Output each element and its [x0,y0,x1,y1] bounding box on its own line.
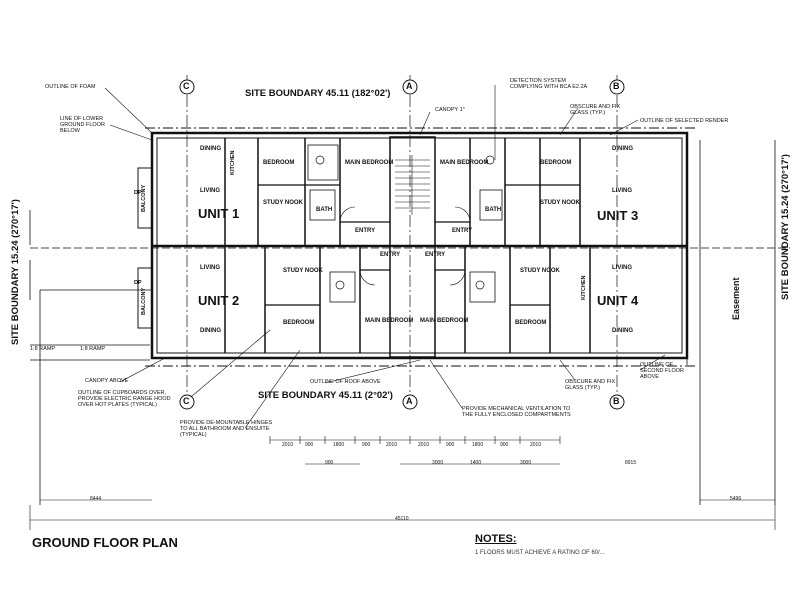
notes-heading: NOTES: [475,533,517,545]
annotation-canopy-above: CANOPY ABOVE [85,378,129,384]
annotation-roof-above: OUTLINE OF ROOF ABOVE [310,379,381,385]
room-kitchen-4: KITCHEN [581,275,587,300]
room-living-4: LIVING [612,265,633,271]
site-boundary-right-label: SITE BOUNDARY 15.24 (270°17') [780,154,791,300]
room-dining-3: DINING [612,146,633,152]
unit-1-label: UNIT 1 [198,206,240,221]
dim-row2-3: 3000 [520,460,532,466]
dim-9: 900 [500,442,509,448]
room-main-bedroom-2: MAIN BEDROOM [365,318,414,324]
room-study-3: STUDY NOOK [540,200,580,206]
section-a-marker-top [402,79,418,95]
room-entry-3: ENTRY [452,228,473,234]
room-study-2: STUDY NOOK [283,268,323,274]
dim-short: 900 [325,460,334,466]
site-boundary-bottom-label: SITE BOUNDARY 45.11 (2°02') [258,390,393,401]
room-main-bedroom-1: MAIN BEDROOM [345,160,394,166]
room-living-3: LIVING [612,188,633,194]
section-a-label-bottom: A [406,396,413,406]
annotation-detection: DETECTION SYSTEM COMPLYING WITH BCA E2.2… [510,78,588,90]
dim-5: 2010 [386,442,398,448]
room-main-bedroom-4: MAIN BEDROOM [420,318,469,324]
notes-line: 1 FLOORS MUST ACHIEVE A RATING OF 60/... [475,550,605,556]
section-c-label-top: C [183,81,190,91]
section-b-marker-bottom [609,394,625,410]
unit-2-label: UNIT 2 [198,293,240,308]
room-entry-4: ENTRY [425,252,446,258]
room-bath-3: BATH [485,207,502,213]
room-bedroom-3: BEDROOM [540,160,572,166]
annotation-hinges: PROVIDE DE-MOUNTABLE HINGES TO ALL BATHR… [180,420,273,438]
dim-total: 45110 [395,516,409,522]
room-study-1: STUDY NOOK [263,200,303,206]
stairwell [389,136,436,358]
room-bedroom-4: BEDROOM [515,320,547,326]
annotation-canopy-top: CANOPY 1° [435,107,465,113]
easement-label: Easement [731,277,741,320]
annotation-ramp-2: 1:8 RAMP [80,346,106,352]
site-boundary-left-label: SITE BOUNDARY 15.24 (270°17') [10,199,21,345]
dp-label-1: DP [134,190,142,196]
room-dining-4: DINING [612,328,633,334]
unit-3-label: UNIT 3 [597,208,639,223]
room-study-4: STUDY NOOK [520,268,560,274]
dim-left: 8444 [90,496,102,502]
section-a-label-top: A [406,81,413,91]
dim-right: 5496 [730,496,742,502]
section-b-label-bottom: B [613,396,620,406]
dp-label-2: DP [134,280,142,286]
room-kitchen-1: KITCHEN [230,150,236,175]
room-bedroom-1: BEDROOM [263,160,295,166]
section-c-marker-bottom [179,394,195,410]
room-main-bedroom-3: MAIN BEDROOM [440,160,489,166]
balcony-unit2 [137,267,153,329]
room-bath-1: BATH [316,207,333,213]
annotation-outline-render: OUTLINE OF SELECTED RENDER [640,118,729,124]
dim-row2-4: 8915 [625,460,637,466]
room-balcony-1: BALCONY [141,184,147,212]
room-living-2: LIVING [200,265,221,271]
annotation-obscure-bottom: OBSCURE AND FIX GLASS (TYP.) [565,379,616,391]
room-bedroom-2: BEDROOM [283,320,315,326]
dim-8: 1800 [472,442,484,448]
section-b-label-top: B [613,81,620,91]
balcony-unit1 [137,167,153,229]
dim-2: 900 [305,442,314,448]
room-balcony-2: BALCONY [141,287,147,315]
room-dining-2: DINING [200,328,221,334]
dim-row2-2: 1400 [470,460,482,466]
room-entry-2: ENTRY [380,252,401,258]
room-living-1: LIVING [200,188,221,194]
dim-1: 2010 [282,442,294,448]
annotation-ventilation: PROVIDE MECHANICAL VENTILATION TO THE FU… [462,406,571,418]
annotation-obscure-top: OBSCURE AND FIX GLASS (TYP.) [570,104,621,116]
unit-4-label: UNIT 4 [597,293,639,308]
annotation-second-floor: OUTLINE OF SECOND FLOOR ABOVE [640,362,685,380]
annotation-lower-ground: LINE OF LOWER GROUND FLOOR BELOW [60,116,105,134]
dim-6: 2010 [418,442,430,448]
annotation-outline-foam: OUTLINE OF FOAM [45,84,96,90]
section-b-marker-top [609,79,625,95]
room-entry-1: ENTRY [355,228,376,234]
dim-10: 2010 [530,442,542,448]
drawing-title: GROUND FLOOR PLAN [32,535,178,550]
section-c-label-bottom: C [183,396,190,406]
room-dining-1: DINING [200,146,221,152]
dim-4: 900 [362,442,371,448]
dim-3: 1800 [333,442,345,448]
section-c-marker-top [179,79,195,95]
site-boundary-top-label: SITE BOUNDARY 45.11 (182°02') [245,88,391,99]
annotation-ramp-1: 1:8 RAMP [30,346,56,352]
dim-7: 900 [446,442,455,448]
dim-row2-1: 3000 [432,460,444,466]
annotation-cupboards: OUTLINE OF CUPBOARDS OVER, PROVIDE ELECT… [78,390,171,408]
section-a-marker-bottom [402,394,418,410]
